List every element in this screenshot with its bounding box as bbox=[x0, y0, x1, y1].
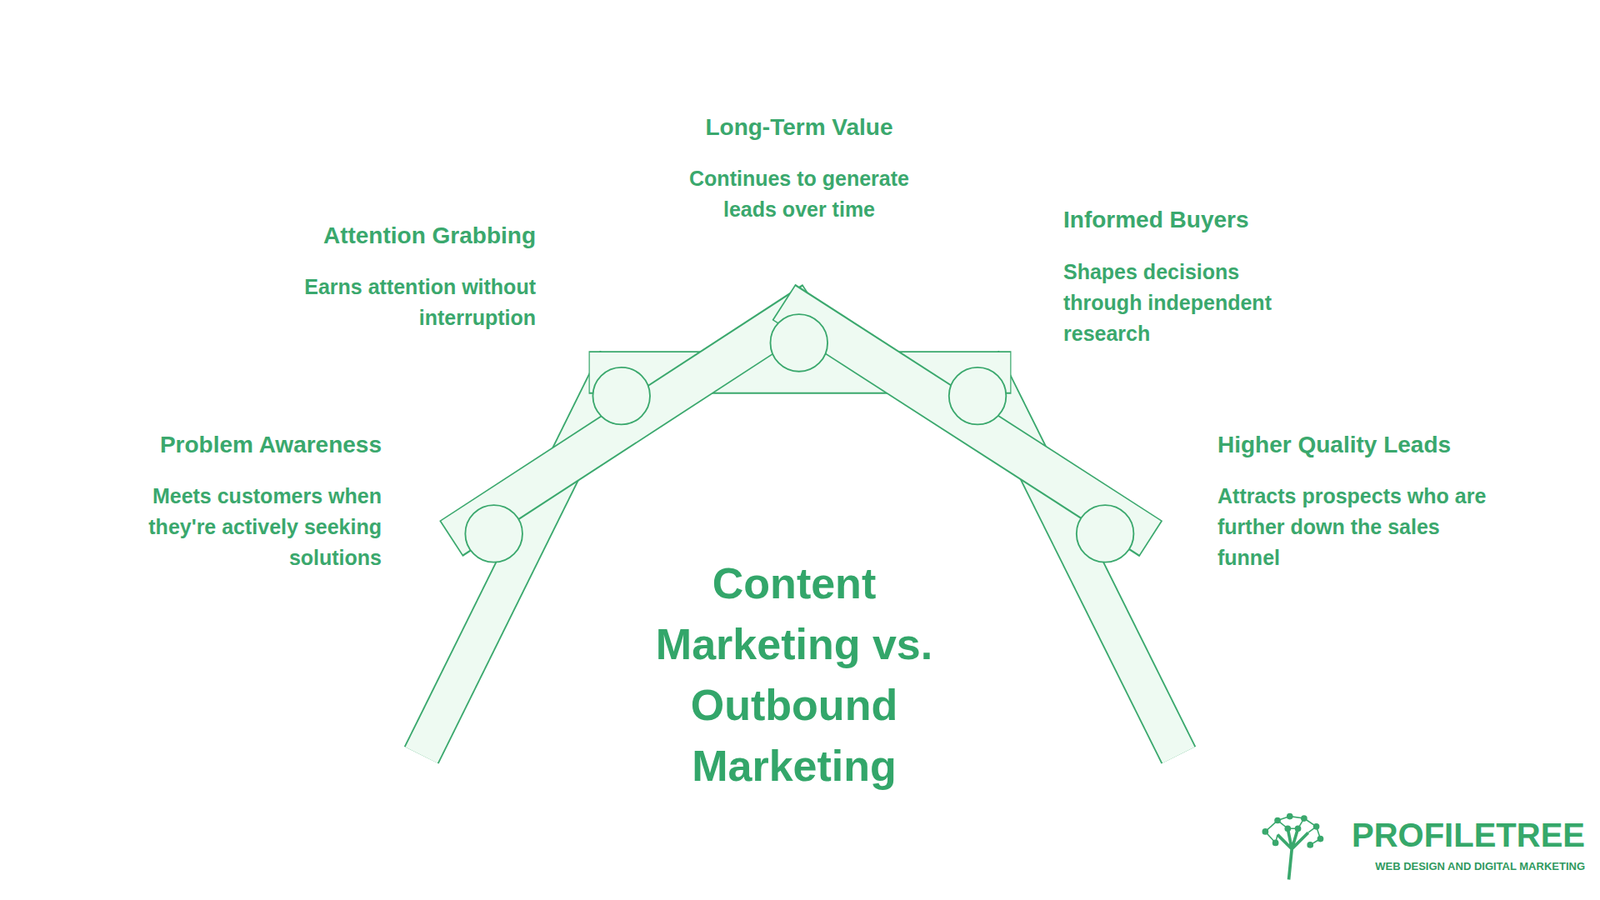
feature-text: Shapes decisions through independent res… bbox=[1063, 256, 1314, 350]
feature-heading: Problem Awareness bbox=[160, 430, 382, 460]
feature-heading: Long-Term Value bbox=[624, 113, 975, 142]
diagram-title: Content Marketing vs. Outbound Marketing bbox=[615, 553, 974, 797]
feature-text: Continues to generate leads over time bbox=[665, 163, 933, 225]
feature-text: Meets customers when they're actively se… bbox=[94, 480, 382, 574]
feature-heading: Informed Buyers bbox=[1063, 205, 1250, 235]
feature-heading: Higher Quality Leads bbox=[1217, 430, 1451, 460]
logo-tagline: WEB DESIGN AND DIGITAL MARKETING bbox=[1375, 860, 1585, 874]
feature-text: Attracts prospects who are further down … bbox=[1217, 480, 1497, 574]
feature-text: Earns attention without interruption bbox=[252, 271, 536, 334]
feature-heading: Attention Grabbing bbox=[323, 221, 536, 250]
logo-tree-icon bbox=[1262, 814, 1323, 880]
logo-wordmark: PROFILETREE bbox=[1351, 815, 1585, 855]
